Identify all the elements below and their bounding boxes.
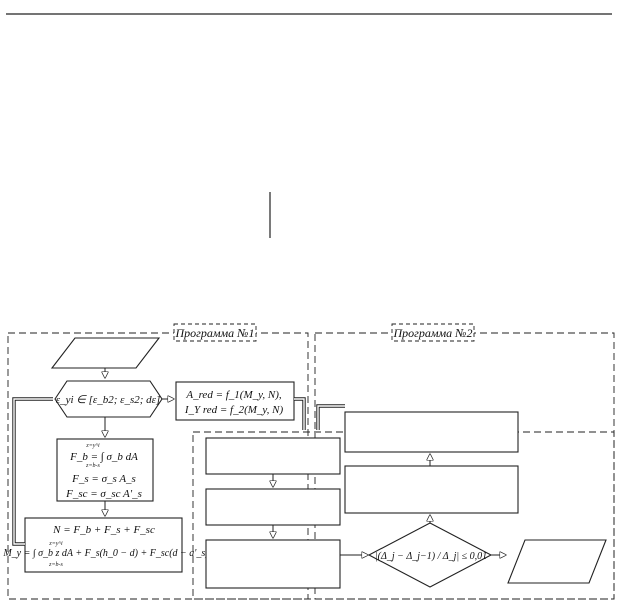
input-data-block <box>50 337 161 369</box>
update-block-upper <box>344 411 519 453</box>
stiffness-line1: A_red = f_1(M_y, N), <box>185 389 282 401</box>
force-integral-upper: z=y^i <box>85 443 100 449</box>
program2-label-box <box>391 323 475 342</box>
convergence-decision <box>367 522 493 588</box>
force-integral-lower: z=b-s <box>85 463 100 469</box>
path-stiffness-to-iteration-outer <box>294 397 306 430</box>
force-steel-comp: F_sc = σ_sc A'_s <box>65 488 142 500</box>
iteration-block-1 <box>205 437 341 475</box>
equilibrium-line1: N = F_b + F_s + F_sc <box>52 524 155 536</box>
forces-block <box>56 438 154 502</box>
stiffness-block <box>175 381 295 421</box>
program2-label: Программа №2 <box>393 326 473 340</box>
path-stiffness-to-iteration-inner <box>294 398 305 430</box>
path-update-to-iteration-inner <box>317 405 345 430</box>
update-block-lower <box>344 465 519 514</box>
output-data-block <box>507 539 607 584</box>
convergence-formula: |(Δ_j − Δ_j−1) / Δ_j| ≤ 0,01 <box>375 551 487 562</box>
iteration-block-3 <box>205 539 341 589</box>
equilibrium-line2: M_y = ∫ σ_b z dA + F_s(h_0 − d) + F_sc(d… <box>2 548 209 559</box>
iteration-block-2 <box>205 488 341 526</box>
equilibrium-lower: z=b-s <box>48 562 63 568</box>
force-steel: F_s = σ_s A_s <box>71 473 136 485</box>
program1-label: Программа №1 <box>175 326 255 340</box>
loop-back-path-inner <box>13 398 53 545</box>
force-integral: F_b = ∫ σ_b dA <box>69 451 138 463</box>
program1-label-box <box>173 323 257 342</box>
path-update-to-iteration-outer <box>316 404 345 430</box>
stiffness-line2: I_Y red = f_2(M_y, N) <box>184 404 284 416</box>
equilibrium-upper: z=y^i <box>48 541 63 547</box>
strain-range-formula: ε_yi ∈ [ε_b2; ε_s2; dε] <box>56 394 161 406</box>
